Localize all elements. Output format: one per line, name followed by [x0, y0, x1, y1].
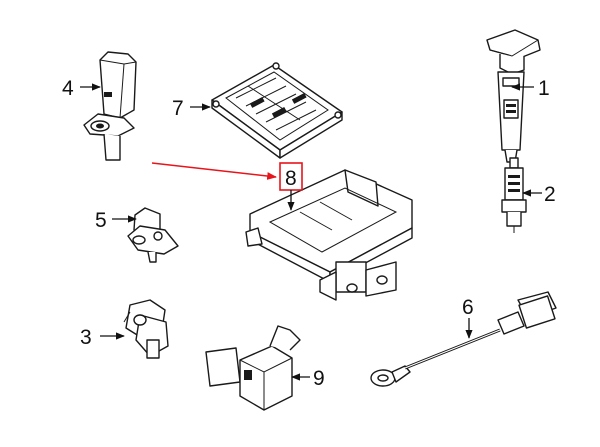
callout-8[interactable]: 8 — [285, 167, 297, 190]
highlight-leader-line — [151, 162, 277, 180]
knock-sensor — [370, 291, 557, 387]
relay-bracket — [205, 325, 301, 411]
camshaft-sensor — [83, 51, 137, 161]
spark-plug — [501, 157, 527, 233]
callout-5[interactable]: 5 — [95, 209, 107, 232]
ecm-bracket — [245, 169, 413, 301]
callout-3[interactable]: 3 — [80, 326, 92, 349]
callout-2[interactable]: 2 — [544, 183, 556, 206]
callout-7[interactable]: 7 — [172, 97, 184, 120]
sensor-5 — [127, 207, 179, 263]
callout-1[interactable]: 1 — [538, 77, 550, 100]
ignition-coil — [486, 29, 541, 163]
callout-6[interactable]: 6 — [462, 296, 474, 319]
callout-4[interactable]: 4 — [62, 77, 74, 100]
callout-9[interactable]: 9 — [313, 367, 325, 390]
map-sensor — [123, 299, 169, 359]
engine-control-module — [211, 62, 343, 159]
